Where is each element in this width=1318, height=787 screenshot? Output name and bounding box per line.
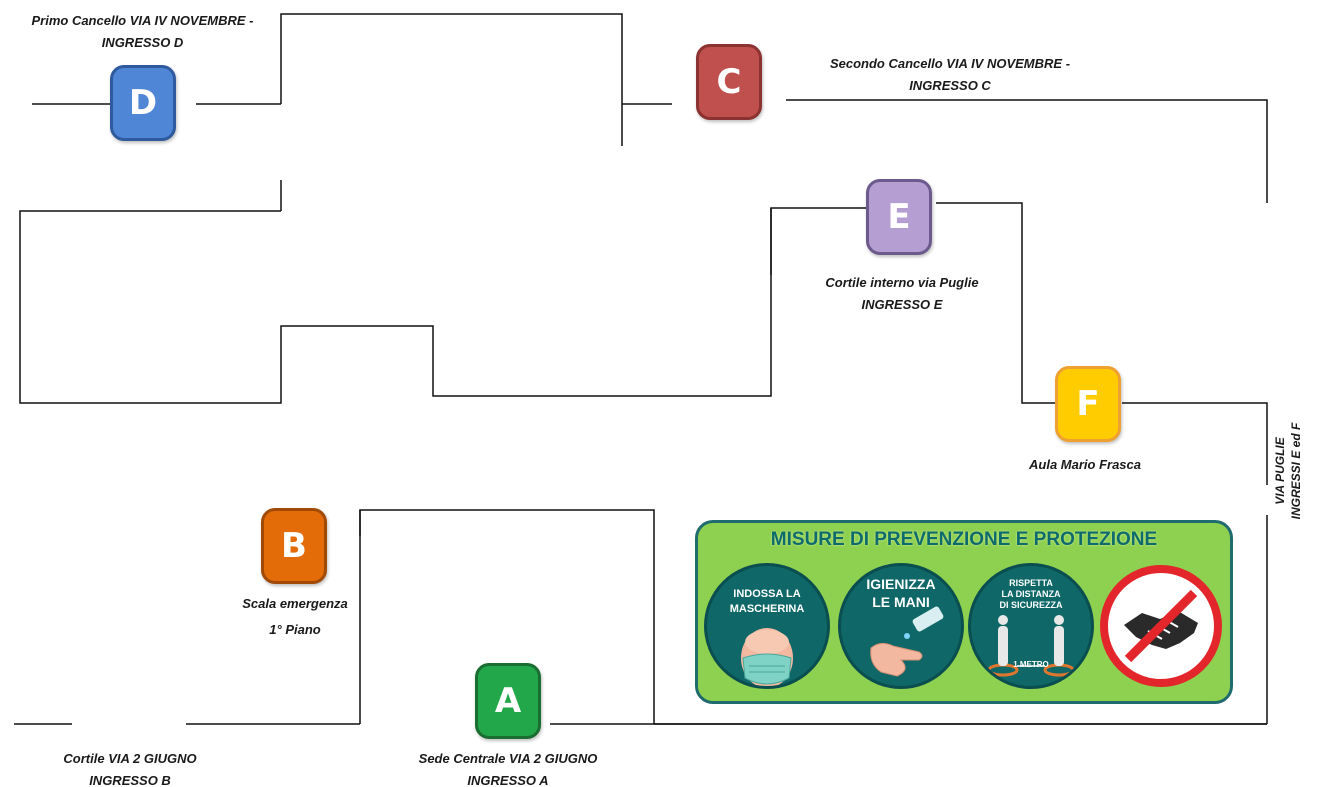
entrance-c-label-line1: Secondo Cancello VIA IV NOVEMBRE - xyxy=(829,56,1071,71)
entrance-f-label: Aula Mario Frasca xyxy=(990,454,1180,476)
via-puglie-label-line2: INGRESSI E ed F xyxy=(1289,422,1303,520)
face-mask-icon xyxy=(741,628,793,686)
entrance-b-label: Scala emergenza 1° Piano xyxy=(210,591,380,643)
entrance-e-label: Cortile interno via Puglie INGRESSO E xyxy=(782,272,1022,316)
entrance-c-label: Secondo Cancello VIA IV NOVEMBRE - INGRE… xyxy=(790,53,1110,97)
entrance-c-label-line2: INGRESSO C xyxy=(909,78,991,93)
entrance-a-label-line1: Sede Centrale VIA 2 GIUGNO xyxy=(418,751,598,766)
prevention-panel-title: MISURE DI PREVENZIONE E PROTEZIONE xyxy=(770,529,1158,550)
entrance-b-label-line2: 1° Piano xyxy=(269,622,321,637)
entrance-f-badge[interactable]: F xyxy=(1055,366,1121,442)
via-puglie-label: VIA PUGLIE INGRESSI E ed F xyxy=(1272,406,1304,536)
entrance-d-label-line2: INGRESSO D xyxy=(101,35,184,50)
entrance-a-label-line2: INGRESSO A xyxy=(467,773,549,787)
distance-text-line2: LA DISTANZA xyxy=(1001,589,1061,599)
mask-circle: INDOSSA LA MASCHERINA xyxy=(704,563,830,689)
entrance-f-label-line1: Aula Mario Frasca xyxy=(1029,457,1141,472)
entrance-a-label: Sede Centrale VIA 2 GIUGNO INGRESSO A xyxy=(378,748,638,787)
entrance-e-label-line1: Cortile interno via Puglie xyxy=(825,275,979,290)
sanitize-text-line1: IGIENIZZA xyxy=(866,576,936,592)
no-handshake-icon xyxy=(1124,589,1198,663)
entrance-e-label-line2: INGRESSO E xyxy=(861,297,943,312)
entrance-d-badge[interactable]: D xyxy=(110,65,176,141)
courtyard-label: Cortile VIA 2 GIUGNO INGRESSO B xyxy=(20,748,240,787)
distance-circle: RISPETTA LA DISTANZA DI SICUREZZA 1 METR… xyxy=(968,563,1094,689)
entrance-c-badge[interactable]: C xyxy=(696,44,762,120)
distance-text-line1: RISPETTA xyxy=(1009,578,1053,588)
distance-meter-text: 1 METRO xyxy=(1013,660,1049,669)
sanitize-circle: IGIENIZZA LE MANI xyxy=(838,563,964,689)
mask-text-line2: MASCHERINA xyxy=(729,603,805,615)
entrance-e-badge[interactable]: E xyxy=(866,179,932,255)
sanitizer-hand-icon xyxy=(870,606,944,677)
courtyard-label-line2: INGRESSO B xyxy=(89,773,171,787)
entrance-b-badge[interactable]: B xyxy=(261,508,327,584)
distance-text-line3: DI SICUREZZA xyxy=(999,600,1063,610)
mask-text-line1: INDOSSA LA xyxy=(733,588,801,600)
prevention-panel: MISURE DI PREVENZIONE E PROTEZIONE INDOS… xyxy=(695,520,1233,704)
entrance-d-label-line1: Primo Cancello VIA IV NOVEMBRE - xyxy=(31,13,254,28)
courtyard-label-line1: Cortile VIA 2 GIUGNO xyxy=(63,751,197,766)
entrance-b-label-line1: Scala emergenza xyxy=(242,596,348,611)
no-handshake-circle xyxy=(1100,565,1222,687)
entrance-d-label: Primo Cancello VIA IV NOVEMBRE - INGRESS… xyxy=(0,10,285,54)
entrance-a-badge[interactable]: A xyxy=(475,663,541,739)
social-distance-icon xyxy=(987,615,1075,677)
sanitize-text-line2: LE MANI xyxy=(872,594,930,610)
via-puglie-label-line1: VIA PUGLIE xyxy=(1273,437,1287,505)
